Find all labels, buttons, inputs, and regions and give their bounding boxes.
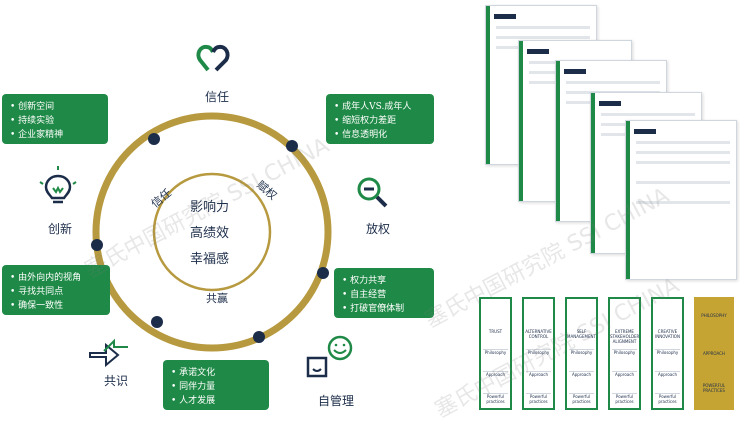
empower-item: 打破官僚体制 (342, 302, 426, 316)
ring-svg (39, 44, 388, 378)
innovate-box: 创新空间 持续实验 企业家精神 (2, 94, 108, 144)
trust-item: 缩短权力差距 (334, 114, 426, 128)
legend-item: APPROACH (703, 351, 725, 356)
node-label-self-manage: 自管理 (318, 394, 355, 408)
innovate-item: 创新空间 (10, 100, 100, 114)
legend-item: POWERFUL PRACTICES (702, 383, 726, 393)
empower-item: 自主经营 (342, 288, 426, 302)
ring-dot (151, 316, 163, 328)
panel-row: Approach (614, 372, 634, 377)
consensus-item: 由外向内的视角 (10, 271, 102, 285)
trust-item: 成年人VS.成年人 (334, 100, 426, 114)
framework-panel: TRUST Philosophy Approach Powerful pract… (479, 297, 512, 410)
panel-title: TRUST (488, 329, 503, 334)
magnifier-minus-icon (357, 177, 388, 208)
self-manage-item: 人才发展 (171, 394, 261, 408)
legend-panel: PHILOSOPHY APPROACH POWERFUL PRACTICES (694, 297, 734, 410)
innovate-item: 企业家精神 (10, 128, 100, 142)
panel-row: Philosophy (613, 350, 636, 355)
center-line-1: 影响力 (190, 200, 230, 215)
trust-box: 成年人VS.成年人 缩短权力差距 信息透明化 (326, 94, 434, 144)
panel-row: Powerful practices (572, 394, 591, 404)
empower-item: 权力共享 (342, 274, 426, 288)
smiley-faces-icon (306, 335, 353, 378)
panel-title: ALTERNATIVE CONTROL (525, 329, 552, 339)
panel-row: Philosophy (570, 350, 593, 355)
doc-card (625, 120, 737, 280)
panel-row: Powerful practices (658, 394, 677, 404)
panel-row: Approach (528, 372, 548, 377)
node-label-trust: 信任 (205, 90, 230, 104)
consensus-item: 确保一致性 (10, 299, 102, 313)
panel-row: Approach (657, 372, 677, 377)
framework-panel: SELF MANAGEMENT Philosophy Approach Powe… (565, 297, 598, 410)
panel-title: CREATIVE INNOVATION (655, 329, 680, 339)
inner-ring (152, 172, 272, 292)
center-line-2: 高绩效 (190, 226, 230, 241)
diagram-stage: 影响力 高绩效 幸福感 信任 赋权 共赢 信任 放权 自管理 共识 创新 创新空… (0, 0, 740, 415)
ring-dot (253, 331, 265, 343)
center-line-3: 幸福感 (190, 252, 230, 267)
lightbulb-icon (39, 166, 77, 204)
consensus-box: 由外向内的视角 寻找共同点 确保一致性 (2, 265, 110, 315)
opposing-arrows-icon (89, 338, 128, 368)
framework-panel: ALTERNATIVE CONTROL Philosophy Approach … (522, 297, 555, 410)
panel-row: Approach (571, 372, 591, 377)
self-manage-item: 同伴力量 (171, 380, 261, 394)
self-manage-item: 承诺文化 (171, 366, 261, 380)
panel-row: Powerful practices (529, 394, 548, 404)
ring-dot (148, 133, 160, 145)
node-label-innovate: 创新 (48, 222, 73, 236)
node-label-consensus: 共识 (104, 374, 129, 388)
panel-row: Approach (485, 372, 505, 377)
ring-label-bottom: 共赢 (206, 292, 228, 305)
empower-box: 权力共享 自主经营 打破官僚体制 (334, 268, 434, 318)
panel-row: Powerful practices (615, 394, 634, 404)
handshake-heart-icon (196, 44, 230, 72)
ring-dot (286, 140, 298, 152)
framework-panel: EXTREME STAKEHOLDER ALIGNMENT Philosophy… (608, 297, 641, 410)
panel-row: Philosophy (484, 350, 507, 355)
trust-item: 信息透明化 (334, 128, 426, 142)
self-manage-box: 承诺文化 同伴力量 人才发展 (163, 360, 269, 410)
panel-row: Philosophy (527, 350, 550, 355)
panel-row: Philosophy (656, 350, 679, 355)
legend-item: PHILOSOPHY (701, 313, 727, 318)
consensus-item: 寻找共同点 (10, 285, 102, 299)
panel-row: Powerful practices (486, 394, 505, 404)
outer-ring (92, 112, 332, 352)
panel-title: SELF MANAGEMENT (567, 329, 596, 339)
ring-dot (317, 267, 329, 279)
framework-panel: CREATIVE INNOVATION Philosophy Approach … (651, 297, 684, 410)
panel-title: EXTREME STAKEHOLDER ALIGNMENT (610, 329, 640, 344)
innovate-item: 持续实验 (10, 114, 100, 128)
node-label-empower: 放权 (366, 222, 391, 236)
ring-dot (91, 239, 103, 251)
